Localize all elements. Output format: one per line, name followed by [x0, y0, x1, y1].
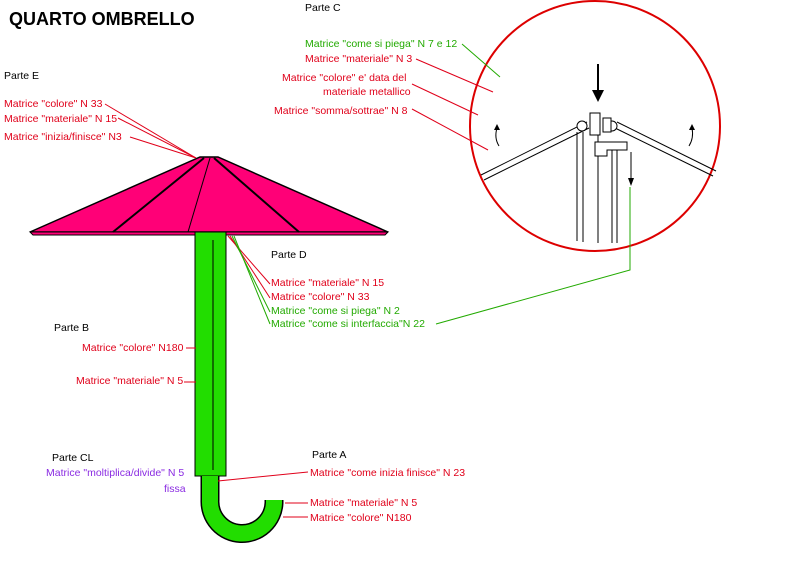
part-a-name: Parte A	[312, 449, 346, 461]
detail-rib-right-a	[616, 121, 717, 172]
detail-hinge-pin	[589, 112, 601, 136]
part-a-label-1: Matrice "come inizia finisce" N 23	[310, 467, 465, 479]
leader-lines	[104, 43, 631, 518]
detail-hinge-block	[602, 117, 612, 133]
part-b-label-2: Matrice "materiale" N 5	[76, 375, 183, 387]
latch-arrow-head	[628, 178, 634, 186]
part-e-label-1: Matrice "colore" N 33	[4, 98, 103, 110]
part-b-label-1: Matrice "colore" N180	[82, 342, 184, 354]
part-c-label-2: Matrice "materiale" N 3	[305, 53, 412, 65]
leader-a-1	[217, 471, 309, 482]
part-e-label-2: Matrice "materiale" N 15	[4, 113, 117, 125]
part-e-label-3: Matrice "inizia/finisce" N3	[4, 131, 122, 143]
handle-body	[201, 476, 282, 542]
leader-c-2	[415, 58, 494, 93]
umbrella-canopy	[28, 156, 390, 236]
part-cl-label-2: fissa	[164, 483, 186, 495]
part-c-label-1: Matrice "come si piega" N 7 e 12	[305, 38, 457, 50]
part-e-name: Parte E	[4, 70, 39, 82]
part-cl-label-1: Matrice "moltiplica/divide" N 5	[46, 467, 184, 479]
part-b-name: Parte B	[54, 322, 89, 334]
detail-hinge-left	[576, 120, 588, 132]
part-d-label-2: Matrice "colore" N 33	[271, 291, 370, 303]
canopy-rib-right	[213, 157, 300, 233]
canopy-rib-left	[112, 157, 205, 233]
diagram-title: QUARTO OMBRELLO	[9, 9, 195, 29]
part-d-label-4: Matrice "come si interfaccia"N 22	[271, 318, 425, 330]
part-a-label-3: Matrice "colore" N180	[310, 512, 412, 524]
curved-arrow-left-head	[494, 124, 500, 130]
part-d-name: Parte D	[271, 249, 307, 261]
umbrella-shaft	[194, 231, 227, 477]
leader-d-4	[233, 235, 271, 325]
detail-rib-left-b	[483, 127, 590, 181]
part-d-label-1: Matrice "materiale" N 15	[271, 277, 384, 289]
detail-rib-right-b	[614, 127, 714, 177]
leader-d-3	[231, 235, 271, 313]
leader-c-4	[411, 108, 489, 151]
part-cl-name: Parte CL	[52, 452, 94, 464]
part-c-name: Parte C	[305, 2, 341, 14]
leader-e-2	[117, 117, 197, 159]
canopy-rib-center	[187, 157, 211, 233]
leader-d-to-detail	[435, 187, 631, 325]
part-c-label-3: Matrice "colore" e' data del	[282, 72, 406, 84]
detail-circle	[469, 0, 721, 252]
curved-arrow-right-head	[689, 124, 695, 130]
leader-e-3	[129, 136, 197, 159]
part-c-label-5: Matrice "somma/sottrae" N 8	[274, 105, 408, 117]
canopy-shape	[29, 156, 389, 233]
leader-d-2	[229, 235, 271, 299]
part-d-label-3: Matrice "come si piega" N 2	[271, 305, 400, 317]
part-c-label-4: materiale metallico	[323, 86, 411, 98]
detail-latch	[594, 141, 628, 157]
leader-e-1	[104, 103, 197, 159]
shaft-body	[194, 231, 227, 477]
leader-c-1	[461, 43, 501, 78]
down-arrow-head	[592, 90, 604, 102]
detail-rib-left-a	[480, 121, 588, 176]
part-a-label-2: Matrice "materiale" N 5	[310, 497, 417, 509]
leader-c-3	[411, 83, 479, 116]
